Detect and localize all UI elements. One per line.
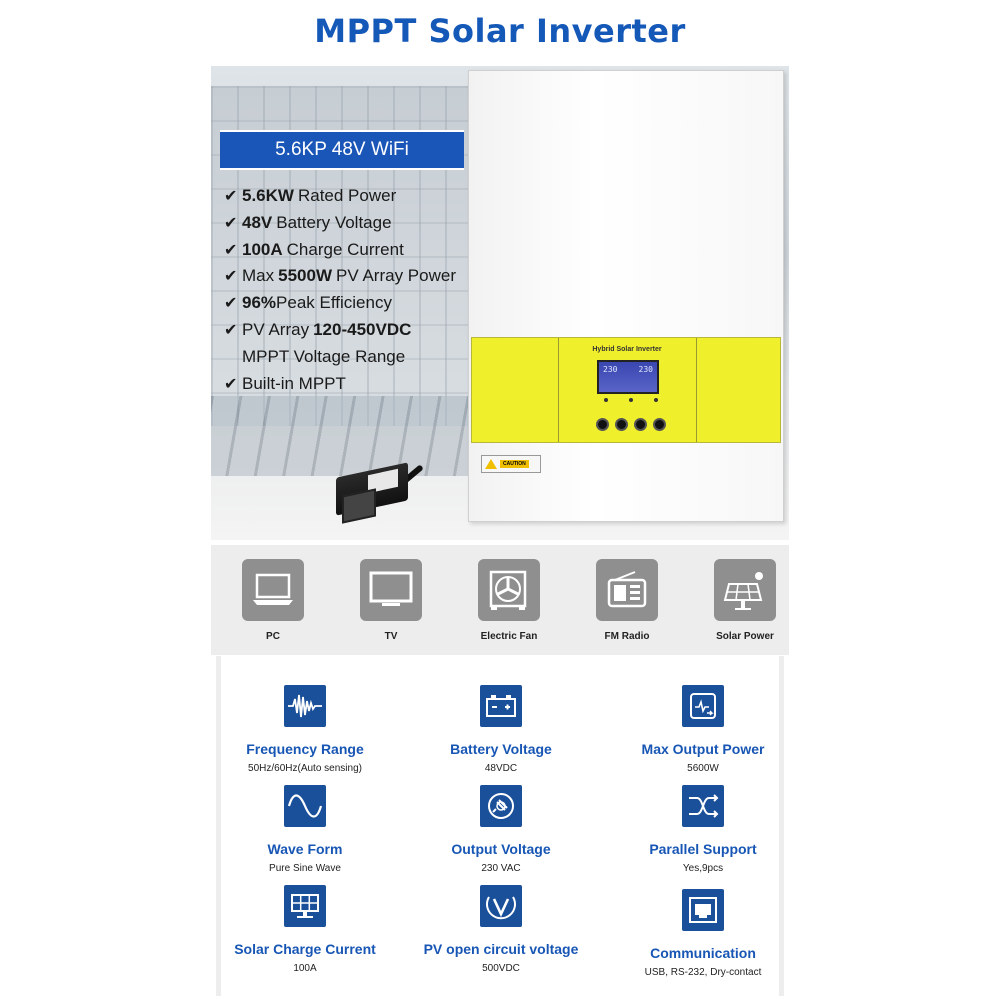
tv-icon: [360, 559, 422, 621]
fan-icon: [478, 559, 540, 621]
application-tv: TV: [341, 559, 441, 642]
check-icon: ✔: [224, 212, 238, 232]
inverter-buttons: [596, 418, 666, 431]
feature-pv-array-power: ✔ Max 5500W PV Array Power: [224, 266, 456, 286]
feature-list: ✔ 5.6KW Rated Power ✔ 48V Battery Voltag…: [224, 186, 484, 400]
power-graph-icon: [682, 685, 724, 727]
check-icon: ✔: [224, 239, 238, 259]
spec-frequency-range: Frequency Range 50Hz/60Hz(Auto sensing): [205, 685, 405, 774]
voltage-icon: [480, 885, 522, 927]
check-icon: ✔: [224, 373, 238, 393]
specifications-grid: Frequency Range 50Hz/60Hz(Auto sensing) …: [216, 656, 784, 996]
spec-solar-charge-current: Solar Charge Current 100A: [205, 885, 405, 974]
feature-mppt-voltage-range: MPPT Voltage Range: [242, 346, 406, 366]
spec-max-output-power: Max Output Power 5600W: [603, 685, 803, 774]
warning-icon: [485, 459, 497, 469]
radio-icon: [596, 559, 658, 621]
feature-peak-efficiency: ✔ 96% Peak Efficiency: [224, 293, 392, 313]
ethernet-port-icon: [682, 889, 724, 931]
laptop-icon: [242, 559, 304, 621]
battery-icon: [480, 685, 522, 727]
spec-wave-form: Wave Form Pure Sine Wave: [205, 785, 405, 874]
spec-communication: Communication USB, RS-232, Dry-contact: [603, 889, 803, 978]
solar-panel-icon: [284, 885, 326, 927]
application-solar-power: Solar Power: [695, 559, 795, 642]
check-icon: ✔: [224, 319, 238, 339]
background-solar-panels: [211, 396, 501, 476]
page-title: MPPT Solar Inverter: [314, 12, 686, 50]
plug-icon: [480, 785, 522, 827]
feature-built-in-mppt: ✔ Built-in MPPT: [224, 373, 346, 393]
inverter-panel-title: Hybrid Solar Inverter: [592, 346, 662, 353]
feature-battery-voltage: ✔ 48V Battery Voltage: [224, 212, 392, 232]
parallel-icon: [682, 785, 724, 827]
spec-output-voltage: Output Voltage 230 VAC: [401, 785, 601, 874]
inverter-status-leds: [604, 398, 658, 410]
model-banner: 5.6KP 48V WiFi: [220, 130, 464, 170]
waveform-icon: [284, 685, 326, 727]
check-icon: ✔: [224, 293, 238, 313]
inverter-lcd-display: 230 230: [597, 360, 659, 394]
application-electric-fan: Electric Fan: [459, 559, 559, 642]
applications-row: PC TV Electric Fan FM Radio Solar Power: [211, 545, 789, 655]
feature-charge-current: ✔ 100A Charge Current: [224, 239, 404, 259]
caution-label: CAUTION: [481, 455, 541, 473]
sine-wave-icon: [284, 785, 326, 827]
inverter-control-panel: Hybrid Solar Inverter 230 230: [471, 337, 781, 443]
check-icon: ✔: [224, 266, 238, 286]
feature-rated-power: ✔ 5.6KW Rated Power: [224, 186, 397, 205]
spec-battery-voltage: Battery Voltage 48VDC: [401, 685, 601, 774]
wifi-dongle-image: [334, 452, 424, 524]
check-icon: ✔: [224, 186, 238, 205]
spec-pv-open-circuit-voltage: PV open circuit voltage 500VDC: [401, 885, 601, 974]
solar-panel-icon: [714, 559, 776, 621]
application-pc: PC: [223, 559, 323, 642]
inverter-product-image: Hybrid Solar Inverter 230 230 CAUTION: [468, 70, 784, 522]
feature-pv-array-voltage: ✔ PV Array 120-450VDC: [224, 319, 412, 339]
spec-parallel-support: Parallel Support Yes,9pcs: [603, 785, 803, 874]
application-fm-radio: FM Radio: [577, 559, 677, 642]
